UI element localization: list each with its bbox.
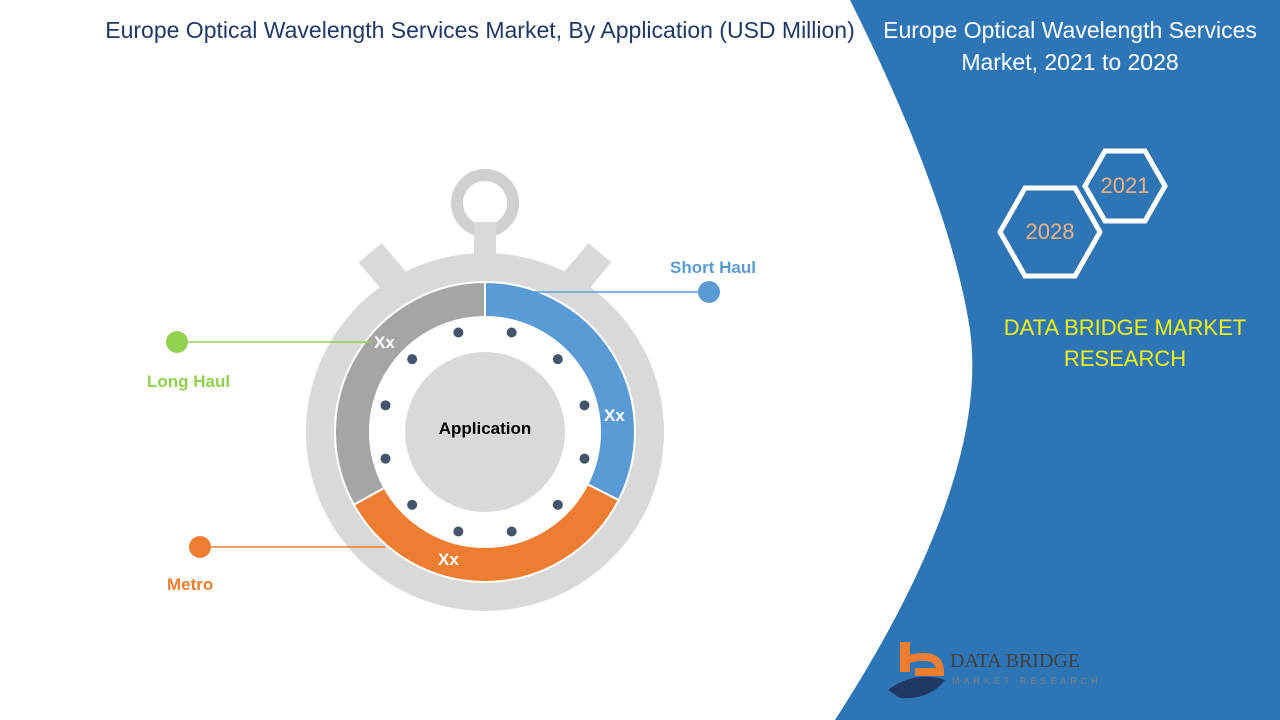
dial-dot bbox=[506, 526, 517, 537]
short-haul-value: Xx bbox=[604, 406, 625, 425]
dial-dot bbox=[552, 499, 563, 510]
year-2021: 2021 bbox=[1100, 173, 1150, 198]
short-haul-label: Short Haul bbox=[670, 258, 756, 277]
dial-dot bbox=[506, 327, 517, 338]
hexagon-2021 bbox=[1082, 148, 1168, 224]
logo-text: DATA BRIDGE bbox=[950, 650, 1081, 672]
dial-dot bbox=[453, 327, 464, 338]
dial-dot bbox=[453, 526, 464, 537]
chart-title: Europe Optical Wavelength Services Marke… bbox=[105, 17, 855, 43]
dial-dots bbox=[380, 327, 590, 537]
short-haul-marker bbox=[698, 281, 720, 303]
dial-dot bbox=[407, 354, 418, 365]
long-haul-label: Long Haul bbox=[147, 372, 231, 391]
long-haul-marker bbox=[166, 331, 188, 353]
dial-dot bbox=[380, 400, 391, 411]
dial-dot bbox=[380, 453, 391, 464]
panel-title: Europe Optical Wavelength Services Marke… bbox=[883, 17, 1257, 75]
blue-side-panel bbox=[835, 0, 1280, 720]
dial-dot bbox=[579, 453, 590, 464]
brand-name: DATA BRIDGE MARKET RESEARCH bbox=[1003, 315, 1247, 371]
dial-dot bbox=[407, 499, 418, 510]
metro-value: Xx bbox=[438, 550, 459, 569]
dial-dot bbox=[552, 354, 563, 365]
year-2028: 2028 bbox=[1025, 219, 1075, 244]
logo-subtext: MARKET RESEARCH bbox=[952, 676, 1102, 686]
metro-marker bbox=[189, 536, 211, 558]
hexagon-2028 bbox=[997, 185, 1103, 279]
data-bridge-logo bbox=[888, 642, 945, 699]
center-circle bbox=[405, 352, 565, 512]
dial-dot bbox=[579, 400, 590, 411]
center-label: Application bbox=[438, 419, 532, 438]
long-haul-value: Xx bbox=[374, 333, 395, 352]
metro-label: Metro bbox=[167, 575, 214, 594]
